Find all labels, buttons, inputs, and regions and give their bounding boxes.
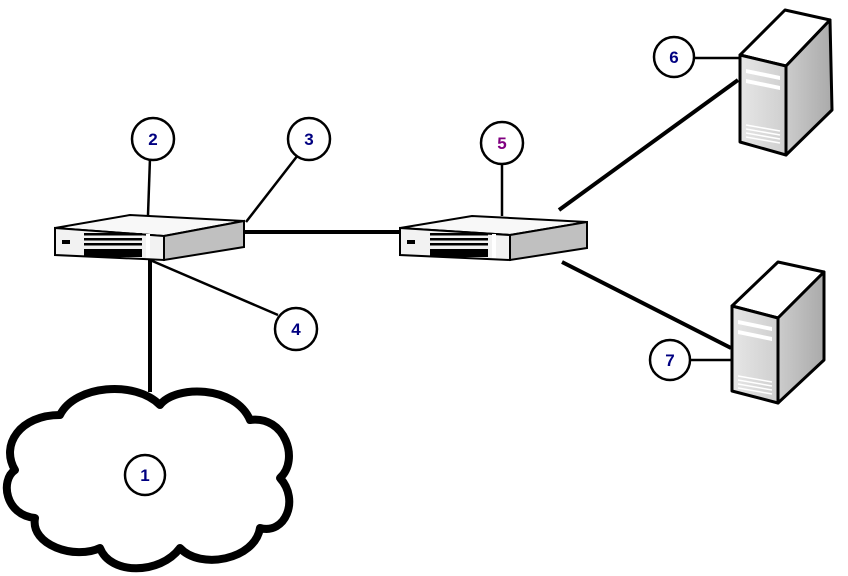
link-router-2-server-2: [561, 260, 732, 350]
callout-4: 4: [273, 306, 319, 352]
callout-6: 6: [652, 35, 696, 79]
router-2: [399, 214, 588, 262]
callout-7: 7: [648, 338, 692, 382]
link-router-2-server-1: [557, 78, 740, 212]
callout-6-label: 6: [669, 48, 678, 67]
callout-5-label: 5: [497, 134, 506, 153]
callout-4-label: 4: [291, 320, 301, 339]
callout-3: 3: [286, 116, 332, 162]
server-1: [738, 8, 834, 157]
leader-2: [146, 157, 152, 216]
callout-7-label: 7: [665, 351, 674, 370]
callout-2-label: 2: [148, 130, 157, 149]
callout-3-label: 3: [304, 130, 313, 149]
router-1: [54, 213, 245, 262]
callout-1-label: 1: [140, 466, 149, 485]
callout-2: 2: [130, 116, 176, 162]
callout-1: 1: [123, 453, 167, 497]
server-2: [730, 260, 826, 405]
leader-4: [149, 258, 279, 317]
leader-3: [245, 154, 299, 223]
callout-5: 5: [479, 120, 525, 166]
